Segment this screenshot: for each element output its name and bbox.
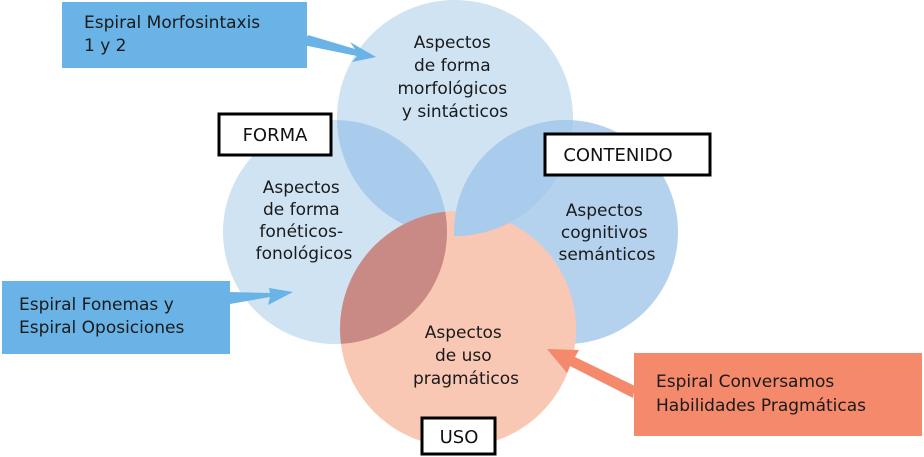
callout-line: Espiral Conversamos (656, 372, 834, 392)
region-right-line: cognitivos (561, 223, 648, 243)
fonemas-callout-box (2, 281, 230, 354)
region-right-line: Aspectos (566, 201, 643, 221)
fonemas-arrow (229, 288, 293, 305)
region-bottom-line: pragmáticos (413, 369, 519, 389)
region-right-text: Aspectos cognitivos semánticos (558, 201, 655, 265)
callout-line: Espiral Fonemas y (19, 295, 174, 315)
forma-tag-label: FORMA (243, 125, 309, 146)
region-right-line: semánticos (558, 245, 655, 265)
conversamos-callout-text: Espiral Conversamos Habilidades Pragmáti… (656, 372, 866, 416)
callout-line: 1 y 2 (84, 36, 127, 56)
fonemas-callout-text: Espiral Fonemas y Espiral Oposiciones (19, 295, 185, 338)
callout-line: Habilidades Pragmáticas (656, 396, 866, 416)
uso-tag-box (420, 416, 497, 456)
uso-tag-label: USO (440, 427, 479, 448)
morfosintaxis-callout-text: Espiral Morfosintaxis 1 y 2 (84, 13, 266, 56)
conversamos-arrow (547, 349, 635, 398)
fonemas-callout: Espiral Fonemas y Espiral Oposiciones (2, 281, 230, 354)
contenido-tag-box (543, 132, 712, 177)
contenido-tag-label: CONTENIDO (563, 145, 672, 166)
conversamos-callout: Espiral Conversamos Habilidades Pragmáti… (634, 353, 922, 436)
callout-line: Espiral Oposiciones (19, 318, 185, 338)
conversamos-callout-box (634, 353, 922, 436)
contenido-tag: CONTENIDO (543, 132, 712, 177)
region-bottom-line: de uso (435, 346, 492, 366)
callout-line: Espiral Morfosintaxis (84, 13, 260, 33)
region-top-line: morfológicos (398, 79, 508, 99)
region-top-line: de forma (414, 56, 491, 76)
region-left-text: Aspectos de forma fonéticos- fonológicos (256, 178, 353, 264)
forma-tag: FORMA (217, 112, 333, 157)
region-left-line: Aspectos (263, 178, 340, 198)
region-top-line: Aspectos (414, 33, 491, 53)
uso-tag: USO (420, 416, 497, 456)
region-top-line: y sintácticos (402, 102, 508, 122)
morfosintaxis-callout-box (62, 2, 307, 68)
top-left-overlap (337, 120, 447, 236)
forma-tag-box (217, 112, 333, 157)
left-bottom-overlap (340, 211, 447, 344)
region-bottom-line: Aspectos (425, 323, 502, 343)
region-left-line: de forma (263, 200, 340, 220)
region-left-line: fonéticos- (259, 222, 343, 242)
region-bottom-text: Aspectos de uso pragmáticos (413, 323, 519, 389)
region-left-line: fonológicos (256, 244, 353, 264)
morfosintaxis-callout: Espiral Morfosintaxis 1 y 2 (62, 2, 307, 68)
morfosintaxis-arrow (303, 35, 376, 62)
region-top-text: Aspectos de forma morfológicos y sintáct… (398, 33, 513, 122)
